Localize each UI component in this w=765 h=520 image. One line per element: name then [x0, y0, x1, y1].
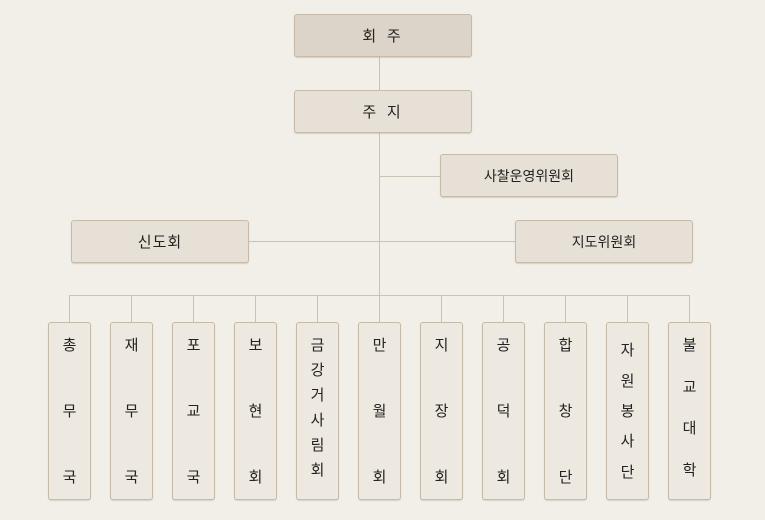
drop-line — [689, 295, 690, 323]
dept-char: 만 — [372, 336, 387, 354]
dept-char: 지 — [434, 336, 449, 354]
dept-box-jijang[interactable]: 지 장 회 — [420, 322, 463, 500]
guidance-label: 지도위원회 — [571, 234, 637, 251]
dept-char: 국 — [62, 468, 77, 486]
dept-char: 월 — [372, 402, 387, 420]
drop-line — [255, 295, 256, 323]
dept-char: 국 — [186, 468, 201, 486]
dept-char: 장 — [434, 402, 449, 420]
committee-box[interactable]: 사찰운영위원회 — [440, 154, 618, 197]
dept-char: 포 — [186, 336, 201, 354]
connector-top-to-second — [379, 56, 380, 91]
drop-line — [131, 295, 132, 323]
dept-char: 무 — [124, 402, 139, 420]
dept-box-gongdeok[interactable]: 공 덕 회 — [482, 322, 525, 500]
dept-box-geumgang[interactable]: 금 강 거 사 림 회 — [296, 322, 339, 500]
dept-char: 창 — [558, 402, 573, 420]
dept-char: 원 — [620, 371, 635, 390]
dept-box-bohyeon[interactable]: 보 현 회 — [234, 322, 277, 500]
dept-char: 자 — [620, 341, 635, 360]
drop-line — [69, 295, 70, 323]
head-box[interactable]: 회 주 — [294, 14, 472, 57]
dept-char: 재 — [124, 336, 139, 354]
connector-believers-guidance — [248, 241, 516, 242]
dept-char: 단 — [558, 468, 573, 486]
dept-char: 사 — [310, 411, 325, 429]
drop-line — [317, 295, 318, 323]
dept-char: 무 — [62, 402, 77, 420]
dept-char: 단 — [620, 462, 635, 481]
believers-box[interactable]: 신도회 — [71, 220, 249, 263]
dept-char: 회 — [248, 468, 263, 486]
dept-box-finance[interactable]: 재 무 국 — [110, 322, 153, 500]
abbot-label: 주 지 — [362, 103, 404, 121]
dept-char: 보 — [248, 336, 263, 354]
dept-char: 금 — [310, 336, 325, 354]
dept-char: 회 — [310, 461, 325, 479]
drop-line — [503, 295, 504, 323]
committee-label: 사찰운영위원회 — [483, 168, 575, 185]
dept-char: 불 — [682, 336, 697, 354]
connector-committee — [380, 176, 441, 177]
drop-line — [441, 295, 442, 323]
dept-box-general-affairs[interactable]: 총 무 국 — [48, 322, 91, 500]
dept-char: 공 — [496, 336, 511, 354]
abbot-box[interactable]: 주 지 — [294, 90, 472, 133]
dept-char: 합 — [558, 336, 573, 354]
dept-char: 덕 — [496, 402, 511, 420]
dept-char: 거 — [310, 386, 325, 404]
dept-box-volunteers[interactable]: 자 원 봉 사 단 — [606, 322, 649, 500]
dept-char: 회 — [372, 468, 387, 486]
dept-char: 림 — [310, 436, 325, 454]
dept-char: 봉 — [620, 401, 635, 420]
believers-label: 신도회 — [137, 233, 183, 251]
dept-char: 국 — [124, 468, 139, 486]
dept-box-propagation[interactable]: 포 교 국 — [172, 322, 215, 500]
drop-line — [565, 295, 566, 323]
drop-line — [379, 295, 380, 323]
dept-char: 총 — [62, 336, 77, 354]
dept-box-choir[interactable]: 합 창 단 — [544, 322, 587, 500]
drop-line — [627, 295, 628, 323]
dept-char: 사 — [620, 432, 635, 451]
dept-char: 학 — [682, 460, 697, 479]
head-label: 회 주 — [362, 27, 404, 45]
dept-char: 교 — [682, 377, 697, 396]
dept-char: 회 — [496, 468, 511, 486]
dept-char: 회 — [434, 468, 449, 486]
connector-main-trunk — [379, 132, 380, 296]
dept-char: 교 — [186, 402, 201, 420]
dept-char: 현 — [248, 402, 263, 420]
guidance-box[interactable]: 지도위원회 — [515, 220, 693, 263]
dept-char: 대 — [682, 419, 697, 438]
drop-line — [193, 295, 194, 323]
dept-box-buddhist-college[interactable]: 불 교 대 학 — [668, 322, 711, 500]
dept-box-manwol[interactable]: 만 월 회 — [358, 322, 401, 500]
dept-char: 강 — [310, 361, 325, 379]
